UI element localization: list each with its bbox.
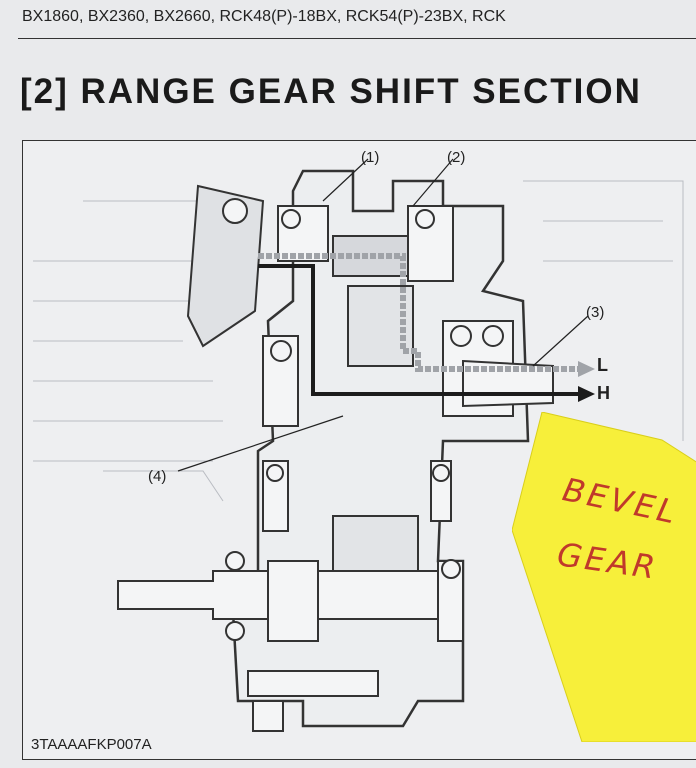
arrowhead-low — [578, 361, 595, 377]
callout-1: (1) — [361, 149, 380, 166]
arrowhead-high — [578, 386, 595, 402]
figure-code: 3TAAAAFKP007A — [31, 736, 152, 753]
gear-diagram — [33, 158, 694, 741]
power-flow-low — [258, 253, 578, 372]
power-flow-high — [258, 264, 578, 396]
arrow-label-low: L — [597, 355, 608, 375]
section-title: [2] RANGE GEAR SHIFT SECTION — [20, 72, 642, 111]
sticky-note: BEVEL GEAR — [512, 412, 696, 742]
callout-3: (3) — [586, 304, 605, 321]
leader-4 — [177, 415, 344, 472]
header-rule — [18, 38, 696, 39]
sticky-note-paper — [512, 412, 696, 742]
callout-4: (4) — [148, 468, 167, 485]
leader-2 — [412, 158, 454, 207]
callout-2: (2) — [447, 149, 466, 166]
header-model-list: BX1860, BX2360, BX2660, RCK48(P)-18BX, R… — [22, 8, 506, 25]
leader-1 — [322, 158, 369, 202]
leader-3 — [532, 315, 589, 367]
arrow-label-high: H — [597, 383, 610, 403]
